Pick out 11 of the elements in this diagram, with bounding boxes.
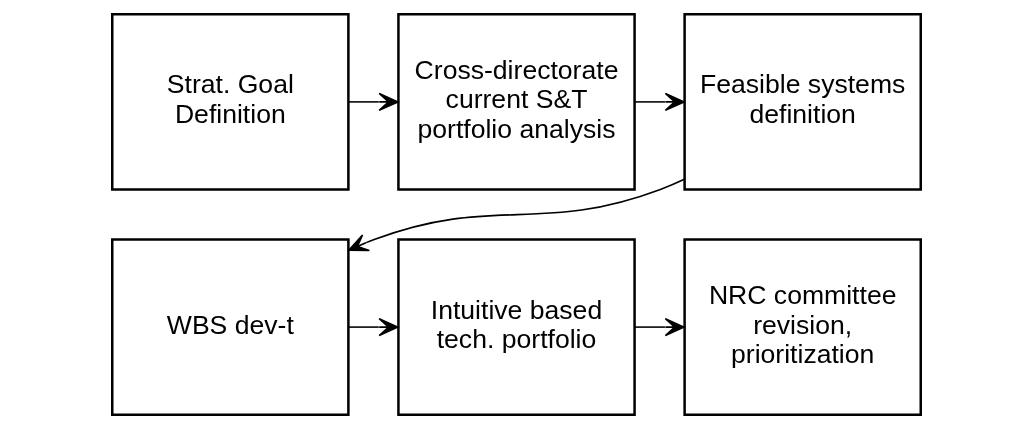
- node-box: Intuitive based tech. portfolio: [397, 238, 636, 416]
- node-box: NRC committee revision, prioritization: [683, 238, 922, 416]
- node-box: Cross-directorate current S&T portfolio analysis: [397, 13, 636, 191]
- arrow: [348, 178, 686, 252]
- arrow: [634, 317, 685, 337]
- arrow: [348, 317, 399, 337]
- arrow: [634, 92, 685, 112]
- arrow: [348, 92, 399, 112]
- node-box: Feasible systems definition: [683, 13, 922, 191]
- node-box: WBS dev-t: [111, 238, 350, 416]
- node-box: Strat. Goal Definition: [111, 13, 350, 191]
